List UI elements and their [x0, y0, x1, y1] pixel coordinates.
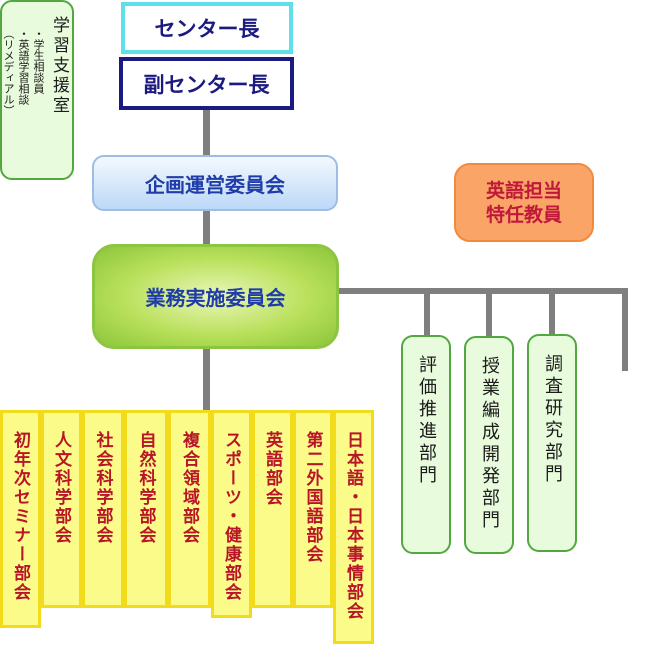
department-label: 複合領域部会 [179, 431, 199, 545]
section-evaluation-box: 評価推進部門 [401, 335, 451, 554]
department-sports-health: スポーツ・健康部会 [211, 410, 252, 618]
learning-support-sub-1: ・学生相談員 [32, 28, 45, 94]
department-label: 第二外国語部会 [302, 431, 323, 564]
department-label: 日本語・日本事情部会 [343, 431, 363, 621]
english-teacher-line-2: 特任教員 [485, 203, 562, 226]
executive-committee-label: 業務実施委員会 [145, 286, 286, 310]
department-japanese-language: 日本語・日本事情部会 [333, 410, 374, 644]
planning-committee-label: 企画運営委員会 [145, 172, 285, 197]
connector-drop-support [622, 288, 628, 371]
department-humanities: 人文科学部会 [41, 410, 82, 608]
department-interdisciplinary: 複合領域部会 [168, 410, 211, 608]
department-social-sciences: 社会科学部会 [82, 410, 124, 608]
connector-exec-to-departments [203, 349, 210, 411]
english-teacher-box: 英語担当 特任教員 [454, 163, 594, 242]
section-research-label: 調査研究部門 [542, 354, 563, 486]
learning-support-title: 学習支援室 [49, 16, 69, 116]
department-label: 自然科学部会 [135, 431, 156, 545]
connector-exec-to-sections [339, 288, 628, 294]
planning-committee-box: 企画運営委員会 [92, 155, 338, 211]
section-research-box: 調査研究部門 [527, 334, 577, 552]
connector-drop-evaluation [424, 288, 430, 336]
vice-director-box: 副センター長 [119, 57, 294, 110]
learning-support-box: 学習支援室 ・学生相談員 ・英語学習相談 （リメディアル） [0, 0, 74, 180]
director-box: センター長 [121, 2, 293, 54]
director-label: センター長 [154, 17, 260, 41]
connector-drop-research [549, 288, 555, 336]
connector-vice-to-planning [203, 110, 210, 155]
department-label: スポーツ・健康部会 [221, 431, 241, 602]
connector-planning-to-exec [203, 211, 210, 245]
department-english: 英語部会 [252, 410, 293, 608]
connector-drop-curriculum [486, 288, 492, 338]
section-evaluation-label: 評価推進部門 [416, 355, 437, 487]
learning-support-sub-2: ・英語学習相談 [17, 28, 30, 105]
section-curriculum-label: 授業編成開発部門 [479, 356, 500, 532]
department-natural-sciences: 自然科学部会 [124, 410, 168, 608]
department-label: 社会科学部会 [92, 431, 113, 545]
department-label: 初年次セミナー部会 [10, 431, 30, 602]
executive-committee-box: 業務実施委員会 [92, 244, 339, 349]
department-label: 英語部会 [262, 431, 282, 507]
department-label: 人文科学部会 [51, 431, 71, 545]
english-teacher-line-1: 英語担当 [485, 179, 562, 202]
section-curriculum-box: 授業編成開発部門 [464, 336, 514, 554]
department-second-foreign-language: 第二外国語部会 [293, 410, 333, 608]
department-first-year-seminar: 初年次セミナー部会 [0, 410, 41, 628]
learning-support-sub-3: （リメディアル） [2, 28, 15, 116]
vice-director-label: 副センター長 [143, 72, 270, 97]
